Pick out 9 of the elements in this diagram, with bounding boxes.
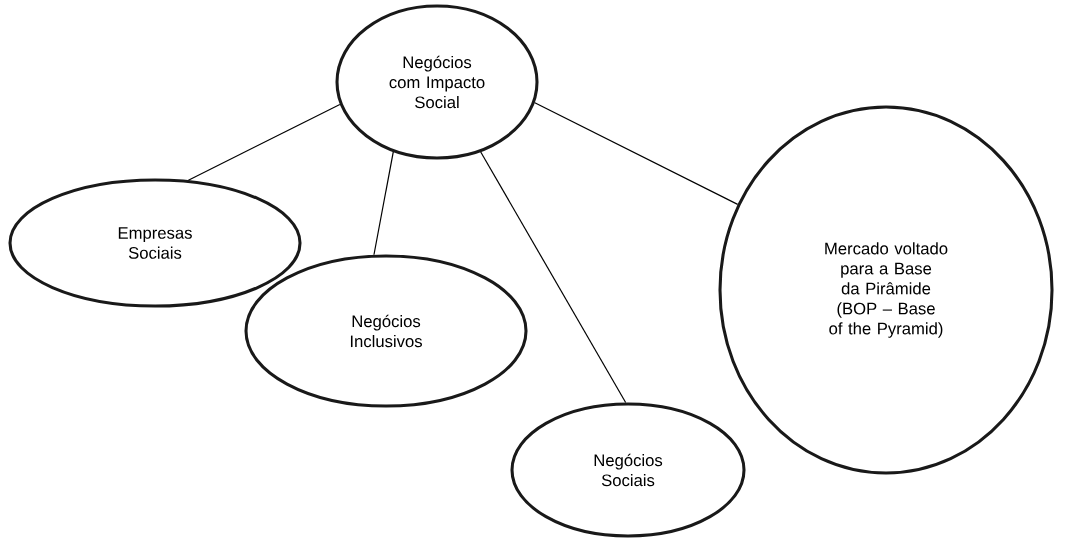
- connector-line: [480, 151, 627, 404]
- ellipse-node: Empresas Sociais: [8, 178, 302, 308]
- connector-line: [187, 103, 341, 181]
- ellipse-node: Negócios Sociais: [510, 402, 746, 538]
- ellipse-node: Negócios Inclusivos: [244, 254, 528, 408]
- ellipse-node: Negócios com Impacto Social: [335, 4, 539, 160]
- ellipse-node: Mercado voltado para a Base da Pirâmide (BOP – Base of the Pyramid): [718, 105, 1054, 475]
- connector-line: [534, 102, 739, 205]
- connector-line: [373, 151, 394, 256]
